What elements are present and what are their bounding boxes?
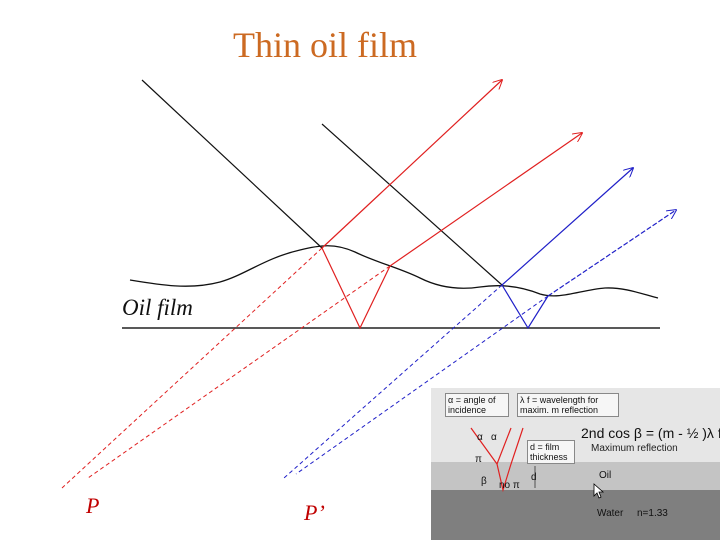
- blue-reflected-ray-2: [547, 210, 676, 297]
- point-p-prime-label: P’: [304, 500, 325, 525]
- alpha-legend-box: α = angle of incidence: [445, 393, 509, 417]
- cursor-icon: [593, 483, 605, 499]
- blue-dashed-extension-2: [295, 295, 549, 475]
- inset-refracted-path: [496, 427, 524, 493]
- inset-ray-diagram: [470, 427, 605, 499]
- d-legend-box: d = film thickness: [527, 440, 575, 464]
- inset-incident-ray: [470, 427, 498, 465]
- red-dashed-extension-2: [87, 265, 391, 479]
- inset-water-layer: [431, 490, 720, 540]
- no-pi-label: no π: [499, 480, 520, 491]
- thin-film-inset-figure: α = angle of incidence λ f = wavelength …: [431, 388, 720, 540]
- reflection-equation: 2nd cos β = (m - ½ )λ f: [581, 425, 720, 441]
- red-reflected-ray-2: [389, 133, 582, 267]
- alpha-right-symbol: α: [491, 432, 497, 443]
- incident-ray-right: [321, 123, 503, 286]
- blue-refracted-path: [501, 284, 549, 330]
- beta-symbol: β: [481, 476, 487, 487]
- oil-label: Oil: [599, 470, 612, 481]
- water-label: Water: [597, 508, 624, 519]
- alpha-left-symbol: α: [477, 432, 483, 443]
- blue-reflected-ray-1: [501, 168, 633, 286]
- equation-caption: Maximum reflection: [591, 443, 678, 454]
- oil-film-label: Oil film: [122, 295, 193, 320]
- red-refracted-path: [321, 247, 391, 330]
- red-reflected-ray-1: [321, 80, 502, 249]
- point-p-label: P: [86, 493, 100, 518]
- oil-surface-line: [129, 245, 659, 299]
- red-dashed-extension-1: [61, 247, 323, 489]
- lambda-legend-box: λ f = wavelength for maxim. m reflection: [517, 393, 619, 417]
- inset-reflected-ray-1: [496, 427, 512, 465]
- inset-oil-layer: [431, 462, 720, 490]
- water-index-label: n=1.33: [637, 508, 668, 519]
- incident-ray-left: [141, 79, 323, 249]
- page-title: Thin oil film: [233, 25, 417, 65]
- d-symbol: d: [531, 472, 537, 483]
- pi-symbol: π: [475, 454, 482, 465]
